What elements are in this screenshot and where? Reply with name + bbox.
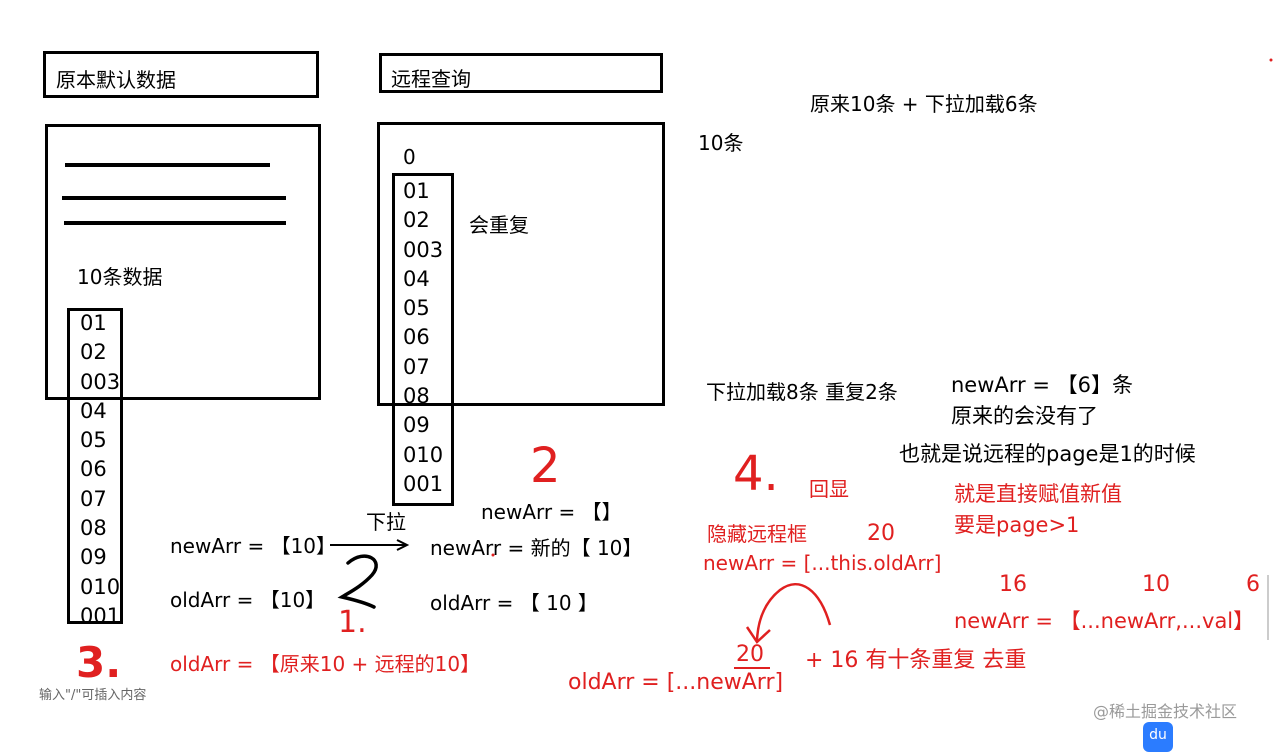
top-formula: 原来10条 + 下拉加载6条 (810, 92, 1038, 116)
list-item: 003 (403, 237, 444, 262)
list-item: 04 (403, 266, 430, 291)
n6: 6 (1246, 572, 1260, 597)
left-items-list: 01 02 003 04 05 06 07 08 09 010 001 (80, 309, 120, 631)
list-item: 09 (403, 413, 430, 438)
oldarr-10b: oldArr = 【 10 】 (430, 591, 598, 615)
list-item: 010 (403, 442, 444, 467)
left-title-box: 原本默认数据 (43, 51, 319, 98)
app-logo-icon[interactable]: du (1143, 722, 1173, 752)
list-item: 05 (403, 296, 430, 321)
newarr-spread-old: newArr = [...this.oldArr] (703, 551, 942, 575)
placeholder-line-2 (62, 196, 286, 200)
list-item: 09 (80, 545, 107, 570)
oldarr-merged: oldArr = 【原来10 + 远程的10】 (170, 652, 481, 676)
left-data-box: 10条数据 (45, 124, 321, 400)
list-item: 08 (80, 516, 107, 541)
placeholder-line-3 (64, 221, 286, 225)
list-item: 06 (403, 325, 430, 350)
list-item: 01 (403, 179, 430, 203)
newarr-empty: newArr = 【】 (481, 500, 622, 524)
pull-arrow (330, 539, 410, 551)
list-item: 001 (80, 603, 121, 628)
list-item: 02 (80, 340, 107, 365)
original-gone-note: 原来的会没有了 (951, 404, 1098, 428)
n16: 16 (999, 572, 1027, 597)
page-gt1-note: 要是page>1 (954, 513, 1080, 537)
right-items-list: 01 02 003 04 05 06 07 08 09 010 001 (403, 177, 443, 499)
right-title: 远程查询 (391, 67, 471, 91)
step-1: 1. (338, 605, 367, 640)
scribble-2 (337, 554, 378, 609)
newarr-merge: newArr = 【...newArr,...val】 (954, 609, 1255, 633)
edge-red-mark (1269, 58, 1273, 62)
list-item: 06 (80, 457, 107, 482)
step-4: 4. (733, 446, 779, 502)
hide-remote-note: 隐藏远程框 (707, 522, 807, 546)
list-item: 04 (80, 398, 107, 423)
curved-arrow (745, 583, 832, 644)
newarr6-note: newArr = 【6】条 (951, 373, 1133, 397)
right-items-box (392, 173, 454, 506)
remote-page1-note: 也就是说远程的page是1的时候 (899, 442, 1196, 466)
step-2: 2 (530, 438, 561, 494)
pull8-note: 下拉加载8条 重复2条 (706, 380, 898, 404)
list-item: 07 (80, 486, 107, 511)
right-data-box: 0 会重复 (377, 122, 665, 406)
list-item: 003 (80, 369, 121, 394)
list-item: 001 (403, 471, 444, 496)
assign-new-note: 就是直接赋值新值 (954, 482, 1122, 506)
left-items-box (67, 308, 123, 624)
newarr-new10: newArr = 新的【 10】 (430, 536, 643, 560)
input-hint[interactable]: 输入"/"可插入内容 (39, 688, 147, 703)
right-zero: 0 (403, 145, 416, 169)
list-item: 05 (80, 428, 107, 453)
left-title: 原本默认数据 (56, 68, 176, 92)
plus16-note: + 16 有十条重复 去重 (805, 648, 1027, 673)
red-dot (491, 553, 495, 557)
repeat-note: 会重复 (469, 213, 529, 237)
pull-label: 下拉 (366, 510, 406, 534)
oldarr-spread-new: oldArr = [...newArr] (568, 670, 784, 695)
right-title-box: 远程查询 (379, 53, 663, 93)
n10: 10 (1142, 572, 1170, 597)
echo-note: 回显 (809, 477, 849, 501)
step-3: 3. (76, 638, 122, 687)
twenty-b: 20 (736, 642, 764, 667)
twenty-a: 20 (867, 521, 895, 546)
list-item: 07 (403, 354, 430, 379)
list-item: 01 (80, 311, 107, 335)
ten-items-note: 10条 (698, 131, 744, 155)
list-item: 08 (403, 384, 430, 409)
watermark: @稀土掘金技术社区 (1093, 702, 1238, 721)
newarr10: newArr = 【10】 (170, 534, 337, 558)
list-item: 010 (80, 574, 121, 599)
list-item: 02 (403, 208, 430, 233)
placeholder-line-1 (65, 163, 270, 167)
oldarr10: oldArr = 【10】 (170, 588, 326, 612)
left-data-label: 10条数据 (77, 265, 163, 289)
